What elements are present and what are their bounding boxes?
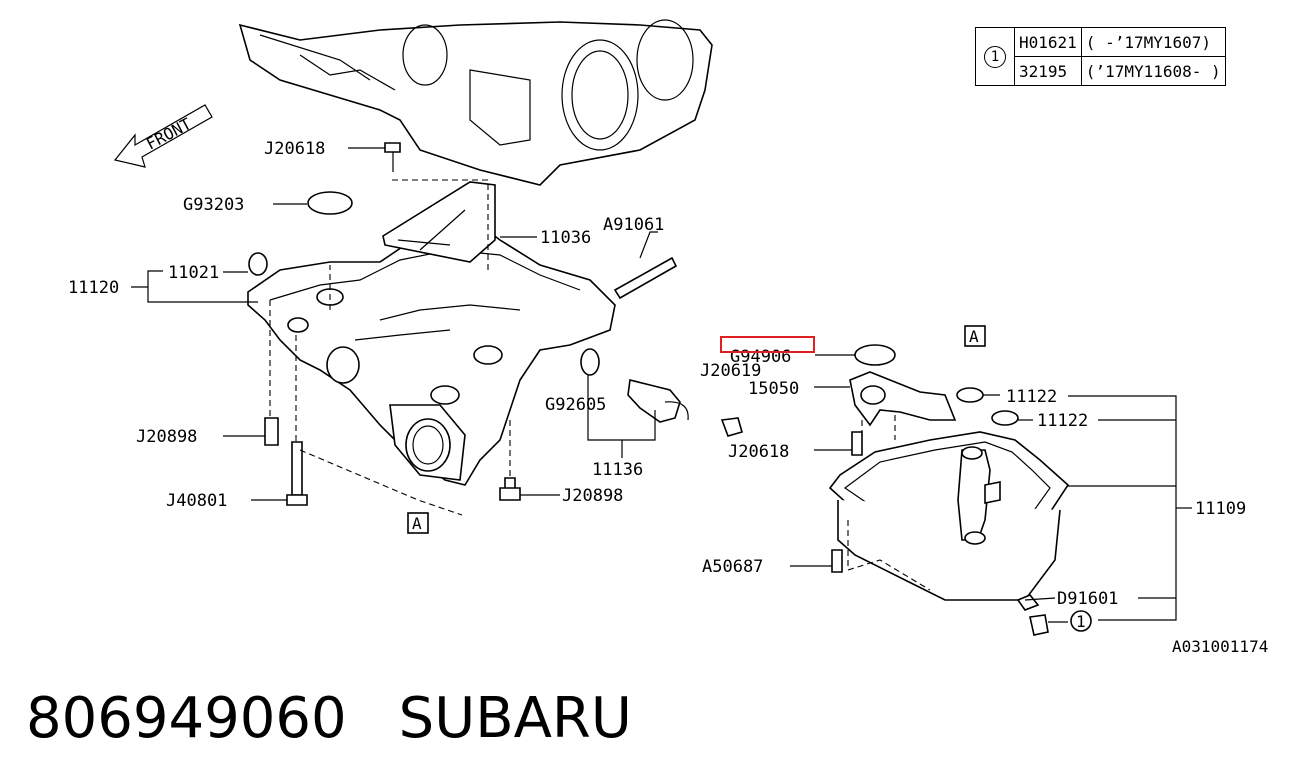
part-label-15050: 15050 bbox=[748, 379, 799, 399]
code-table-row: 1 H01621 ( -’17MY1607) bbox=[975, 27, 1226, 86]
highlight-box-g94906 bbox=[720, 336, 815, 353]
code-table-code: H01621 bbox=[1014, 27, 1082, 57]
leader-lines bbox=[131, 147, 1192, 623]
oil-pan-illustration bbox=[828, 344, 1070, 636]
svg-text:A: A bbox=[969, 327, 979, 346]
circle-ref-marker: 1 bbox=[1070, 610, 1092, 632]
part-label-11136: 11136 bbox=[592, 460, 643, 480]
engine-block-illustration bbox=[238, 19, 713, 186]
part-label-a50687: A50687 bbox=[702, 557, 763, 577]
circle-ref-icon: 1 bbox=[984, 45, 1006, 68]
part-label-g92605: G92605 bbox=[545, 395, 606, 415]
part-number: 806949060 bbox=[26, 686, 347, 751]
part-label-11021: 11021 bbox=[168, 263, 219, 283]
diagram-reference-code: A031001174 bbox=[1172, 637, 1268, 656]
brand-name: SUBARU bbox=[398, 686, 632, 751]
bolt-illustrations bbox=[264, 142, 863, 573]
part-label-j20618: J20618 bbox=[264, 139, 325, 159]
svg-text:1: 1 bbox=[1076, 612, 1086, 631]
code-table-row: 32195 (’17MY11608- ) bbox=[976, 56, 1226, 86]
footer-caption: 806949060 SUBARU bbox=[26, 684, 684, 754]
section-mark-a-right: A bbox=[964, 325, 986, 347]
part-label-j20898-left: J20898 bbox=[136, 427, 197, 447]
part-label-11120: 11120 bbox=[68, 278, 119, 298]
section-mark-a-left: A bbox=[407, 512, 429, 534]
part-label-j20618-right: J20618 bbox=[728, 442, 789, 462]
part-label-11036: 11036 bbox=[540, 228, 591, 248]
code-table-range: (’17MY11608- ) bbox=[1080, 56, 1226, 86]
code-table: 1 H01621 ( -’17MY1607) 32195 (’17MY11608… bbox=[975, 27, 1226, 86]
front-direction-arrow: FRONT bbox=[113, 104, 213, 168]
part-label-d91601: D91601 bbox=[1057, 589, 1118, 609]
code-table-ref-cell: 1 bbox=[975, 27, 1015, 86]
part-label-j40801: J40801 bbox=[166, 491, 227, 511]
svg-text:A: A bbox=[412, 514, 422, 533]
part-label-11122-a: 11122 bbox=[1006, 387, 1057, 407]
part-label-j20619: J20619 bbox=[700, 361, 761, 381]
part-label-g93203: G93203 bbox=[183, 195, 244, 215]
crankcase-housing-illustration bbox=[247, 179, 616, 486]
front-label: FRONT bbox=[143, 114, 195, 154]
code-table-range: ( -’17MY1607) bbox=[1080, 27, 1226, 57]
strainer-assembly-illustration bbox=[580, 348, 743, 437]
part-label-j20898-mid: J20898 bbox=[562, 486, 623, 506]
part-label-11109: 11109 bbox=[1195, 499, 1246, 519]
code-table-code: 32195 bbox=[1014, 56, 1082, 86]
part-label-a91061: A91061 bbox=[603, 215, 664, 235]
part-label-11122-b: 11122 bbox=[1037, 411, 1088, 431]
